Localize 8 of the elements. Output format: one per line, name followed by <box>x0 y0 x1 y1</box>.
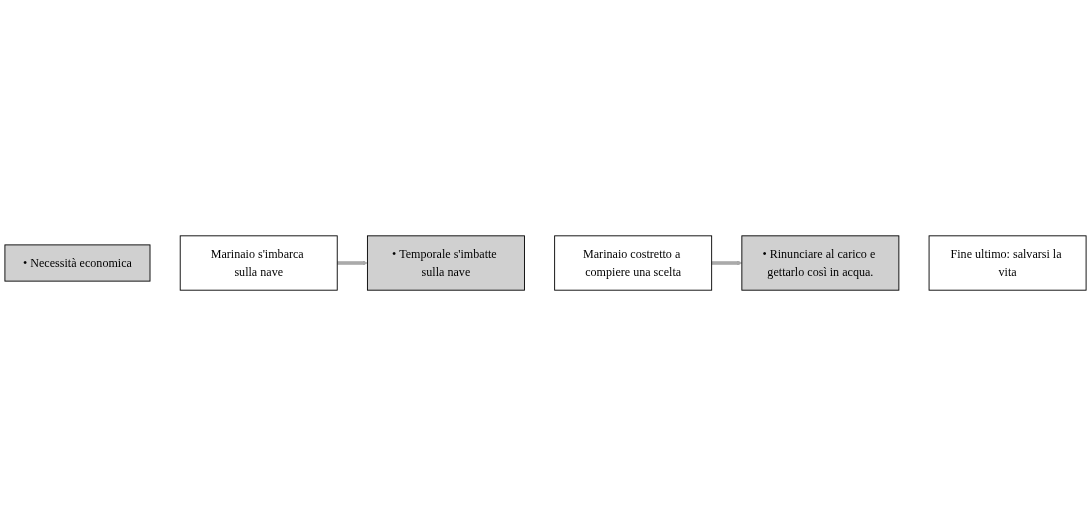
arrow <box>711 260 743 266</box>
node-box: • Necessità economica <box>4 244 151 282</box>
node-box: • Temporale s'imbatte sulla nave <box>366 235 525 291</box>
node-box: Marinaio costretto a compiere una scelta <box>554 235 713 291</box>
node-box: Marinaio s'imbarca sulla nave <box>179 235 338 291</box>
arrow <box>337 260 368 266</box>
node-box: • Rinunciare al carico e gettarlo così in acqua. <box>741 235 900 291</box>
node-box: Fine ultimo: salvarsi la vita <box>928 235 1087 291</box>
